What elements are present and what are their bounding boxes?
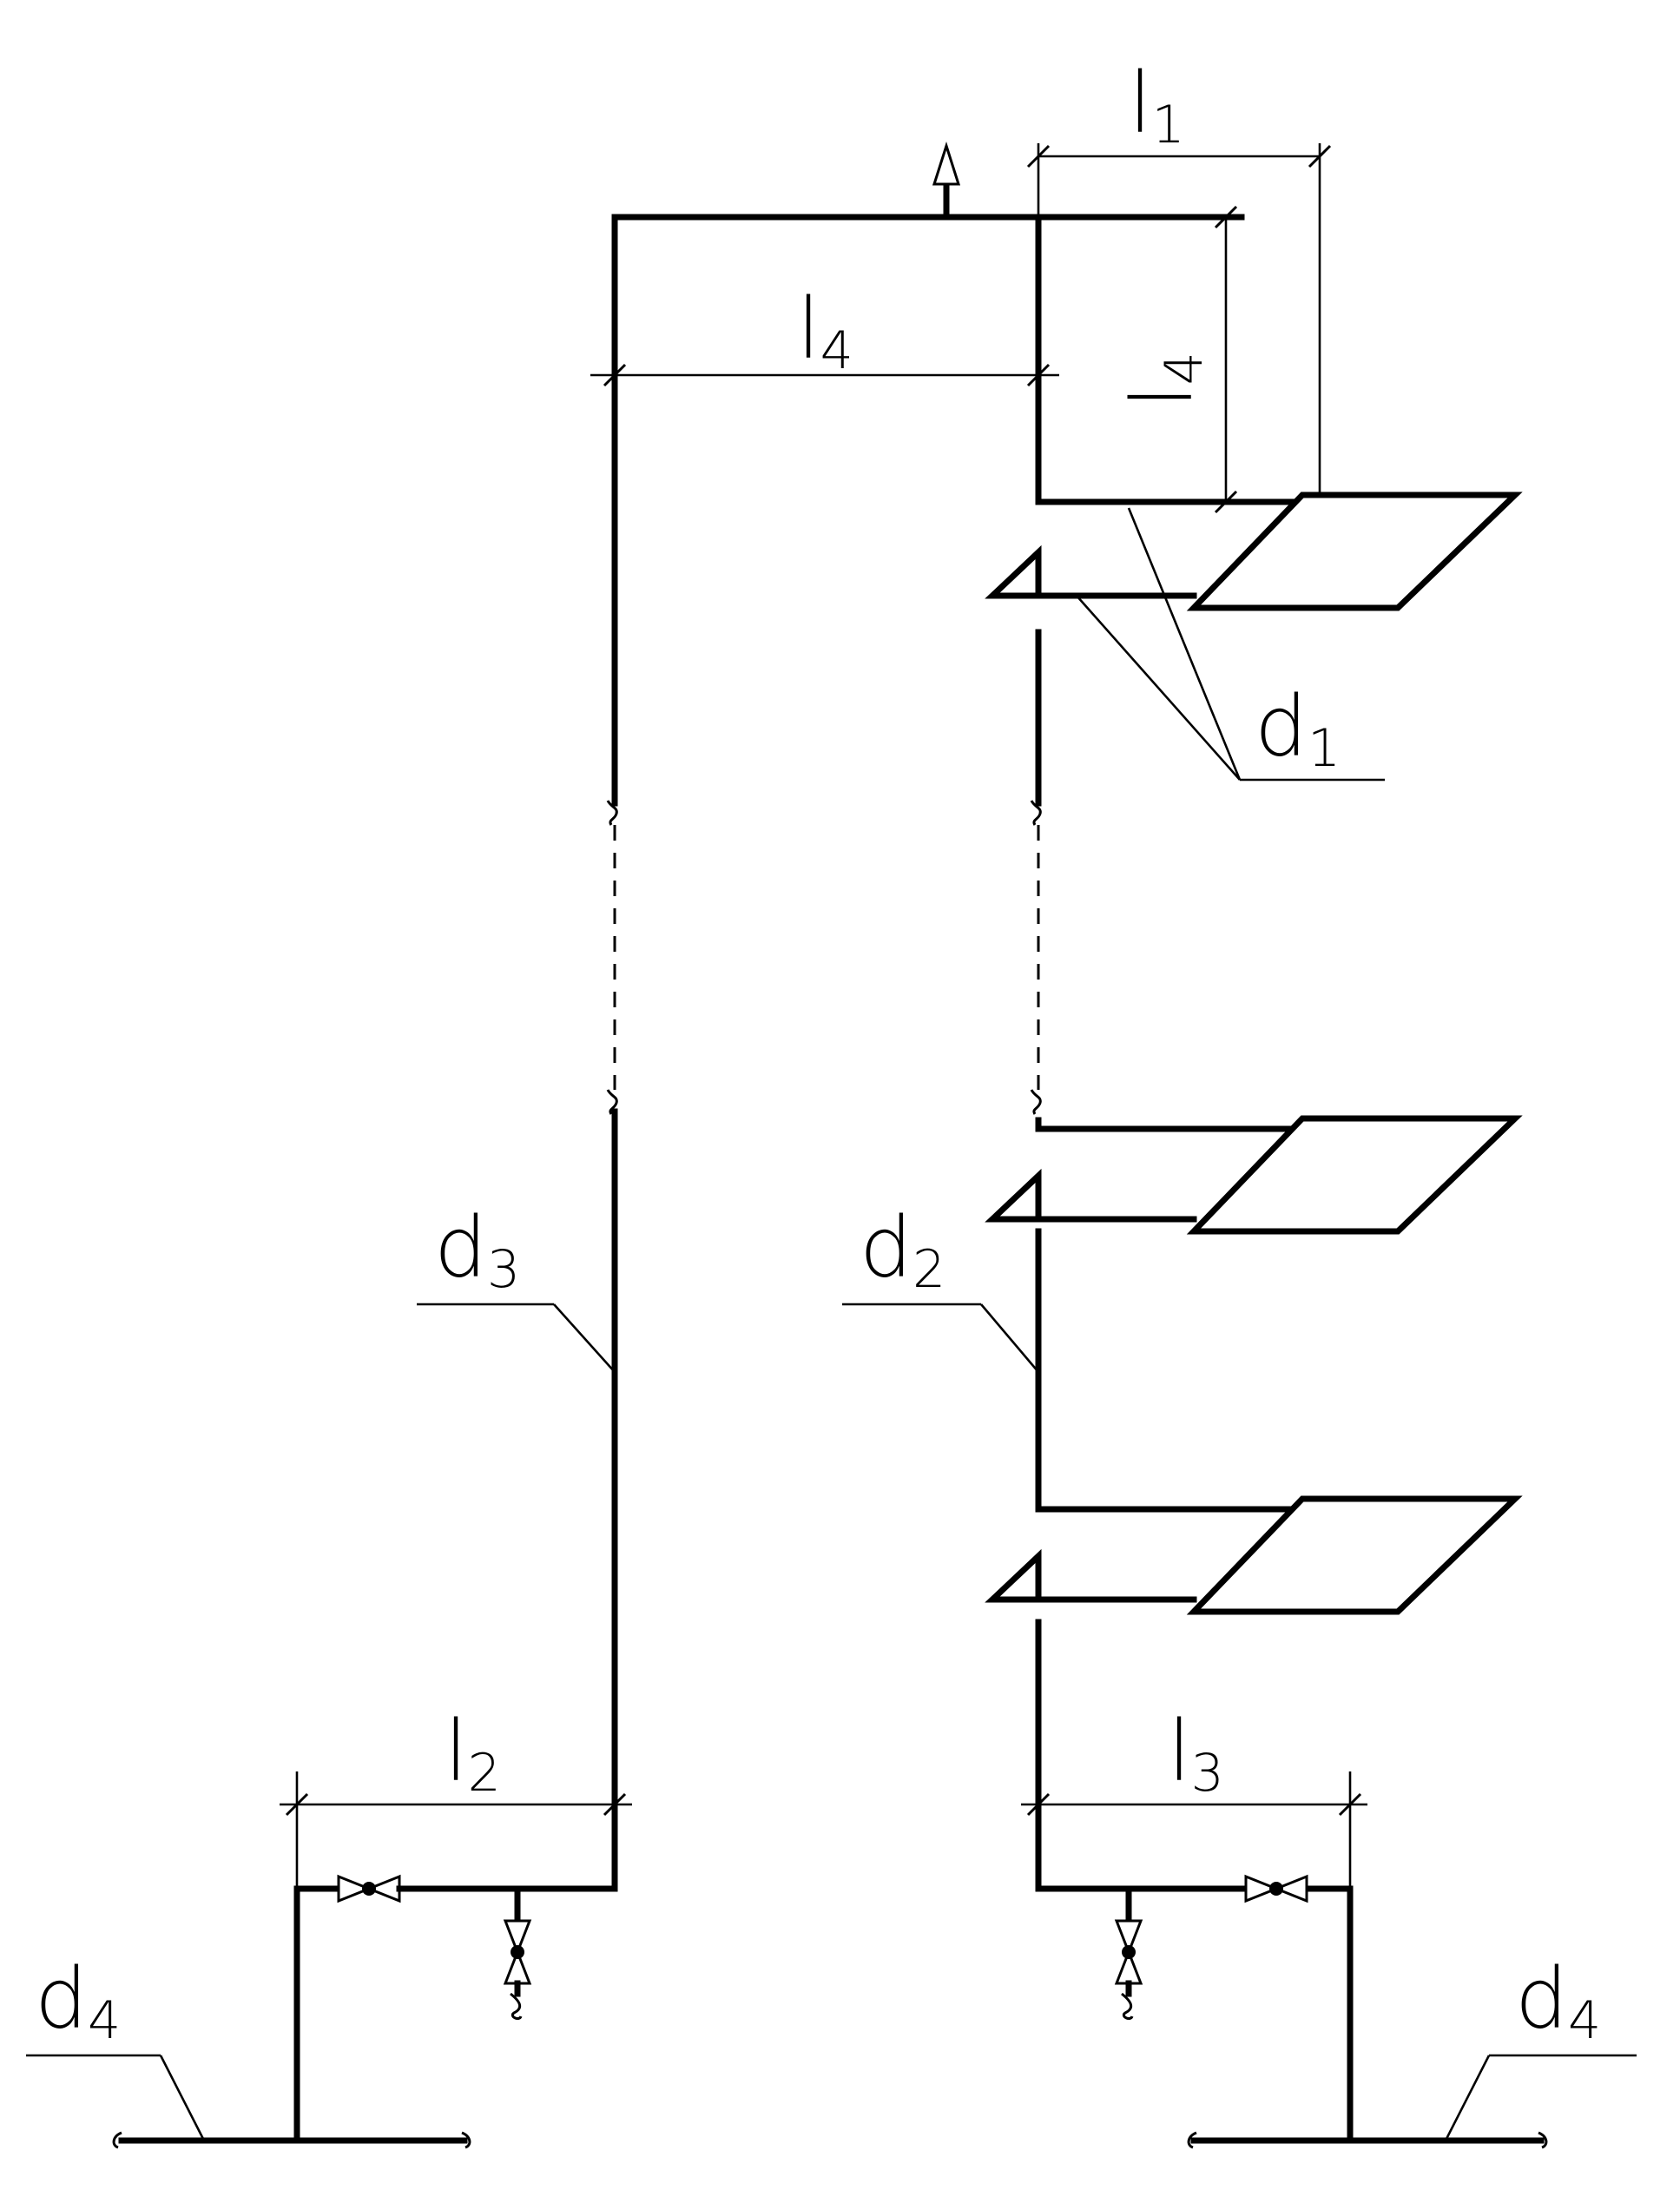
leader-d4-left [26, 2054, 206, 2141]
label-l4-horizontal: l4 [797, 280, 853, 381]
radiator-middle [985, 1115, 1523, 1235]
break-mark-supply-bottom [606, 1089, 618, 1115]
radiator-bottom-body [1186, 1495, 1523, 1615]
leader-d1 [1076, 507, 1385, 782]
left-shutoff-valve-icon [337, 1874, 503, 1903]
label-l2: l2 [445, 1703, 501, 1804]
right-drain-valve-icon [1114, 1885, 1143, 2020]
radiator-bottom [985, 1495, 1523, 1615]
label-d1: d1 [1255, 678, 1341, 779]
return-riser-segment-4 [1035, 1619, 1354, 2144]
supply-riser-lower [496, 1108, 618, 1892]
break-mark-supply-top [606, 800, 618, 826]
leader-d2 [842, 1303, 1039, 1373]
break-mark-return-top [1030, 800, 1042, 826]
left-supply-connection [293, 1885, 368, 2144]
dimension-l1 [1026, 143, 1332, 495]
break-mark-left-main-end [461, 2131, 471, 2149]
return-riser-segment-3 [1035, 1228, 1306, 1513]
break-mark-left-main-start [112, 2131, 122, 2149]
label-l4-vertical: l4 [1114, 352, 1215, 408]
label-d3: d3 [434, 1199, 520, 1300]
dimension-l3 [1021, 1771, 1367, 1889]
right-shutoff-valve-icon [1244, 1874, 1308, 1903]
radiator-bottom-return [985, 1548, 1197, 1603]
leader-d3 [417, 1303, 616, 1373]
leader-d4-right [1444, 2054, 1637, 2141]
label-d4-right: d4 [1515, 1950, 1601, 2051]
radiator-middle-return [985, 1168, 1197, 1223]
label-l1: l1 [1129, 55, 1185, 155]
radiator-top [985, 491, 1523, 611]
radiator-middle-body [1186, 1115, 1523, 1235]
label-d2: d2 [860, 1199, 945, 1300]
dimension-l4-vertical [1214, 205, 1238, 514]
left-drain-valve-icon [503, 1885, 532, 2020]
label-l3: l3 [1168, 1703, 1224, 1804]
break-mark-right-main-start [1187, 2131, 1197, 2149]
dimension-l4-horizontal [590, 363, 1059, 387]
break-mark-right-main-end [1538, 2131, 1548, 2149]
radiator-top-return [985, 544, 1197, 599]
radiator-top-body [1186, 491, 1523, 611]
air-vent-arrow-icon [932, 142, 961, 186]
dimension-l2 [280, 1771, 632, 1889]
supply-riser-upper [611, 214, 1245, 807]
break-mark-return-bottom [1030, 1089, 1042, 1115]
return-riser-segment-2 [1035, 1117, 1306, 1132]
label-d4-left: d4 [35, 1950, 121, 2051]
top-loop-pipe [1035, 214, 1306, 505]
